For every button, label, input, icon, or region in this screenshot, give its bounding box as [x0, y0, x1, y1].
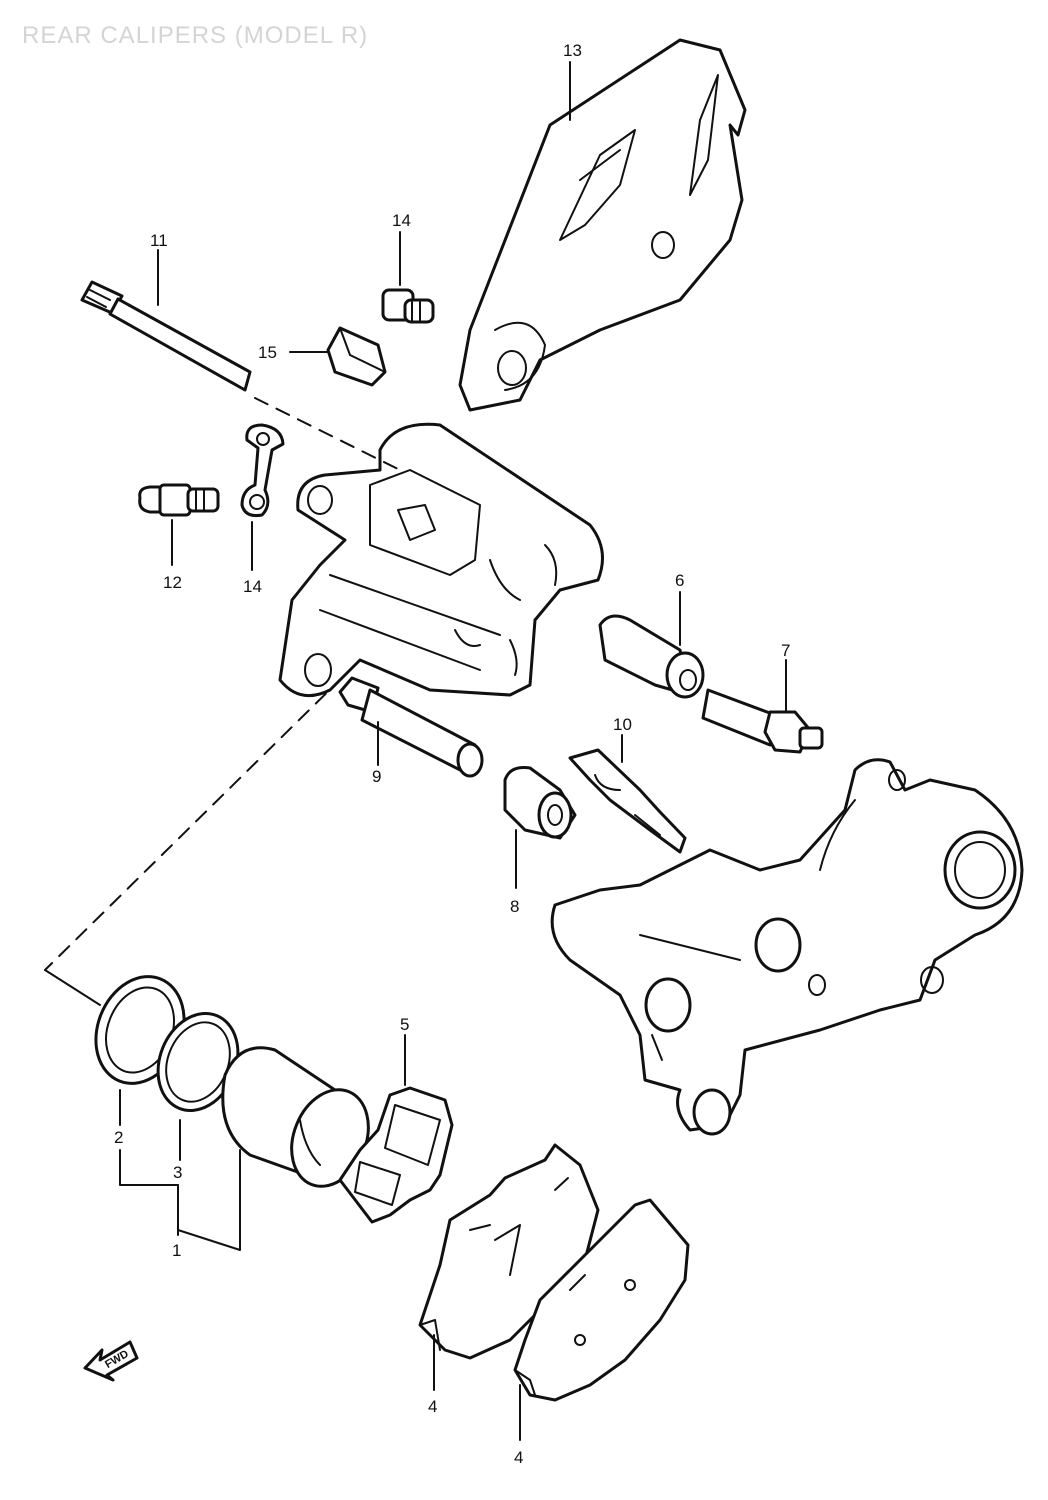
- part-5-shim: [338, 1086, 454, 1224]
- part-7-bolt: [701, 688, 824, 754]
- callout-3: 3: [173, 1163, 182, 1182]
- part-16-cap: [326, 326, 387, 387]
- callout-8: 8: [510, 897, 519, 916]
- callout-4-a: 4: [428, 1397, 437, 1416]
- part-11-pin: [80, 280, 252, 392]
- caliper-bracket: [550, 758, 1024, 1136]
- callout-6: 6: [675, 571, 684, 590]
- assembly-lines: [44, 397, 401, 1006]
- leader-lines: [119, 61, 787, 1441]
- callout-1: 1: [172, 1241, 181, 1260]
- part-1-piston: [221, 1046, 370, 1188]
- callout-9: 9: [372, 767, 381, 786]
- part-10-pad-spring: [568, 748, 687, 854]
- forward-arrow-icon: FWD: [83, 1340, 139, 1382]
- part-8-boot: [503, 766, 577, 840]
- caliper-body: [278, 422, 604, 698]
- part-4-brake-pad-a: [418, 1143, 600, 1360]
- diagram-title: REAR CALIPERS (MODEL R): [22, 22, 369, 49]
- part-12-bleeder-valve: [138, 483, 220, 517]
- callout-13: 14: [243, 577, 262, 596]
- part-4-brake-pad-b: [513, 1198, 690, 1402]
- callout-12: 12: [163, 573, 182, 592]
- callout-4-b: 4: [514, 1448, 523, 1467]
- callout-11: 11: [150, 231, 168, 250]
- part-15-bolt: [381, 288, 435, 324]
- callout-16: 15: [258, 343, 277, 362]
- part-14-guard-plate: [458, 38, 747, 412]
- part-6-sleeve: [598, 614, 705, 699]
- callout-2: 2: [114, 1128, 123, 1147]
- part-9-slide-pin: [338, 676, 484, 778]
- callout-14: 13: [563, 41, 582, 60]
- callout-7: 7: [781, 641, 790, 660]
- callout-15: 14: [392, 211, 411, 230]
- callout-10: 10: [613, 715, 632, 734]
- callout-5: 5: [400, 1015, 409, 1034]
- part-13-bleeder-cap: [240, 423, 285, 517]
- callout-labels: 13 11 14 15 12 14 6 7 10 9 8 5 2 3 1 4 4: [114, 41, 790, 1467]
